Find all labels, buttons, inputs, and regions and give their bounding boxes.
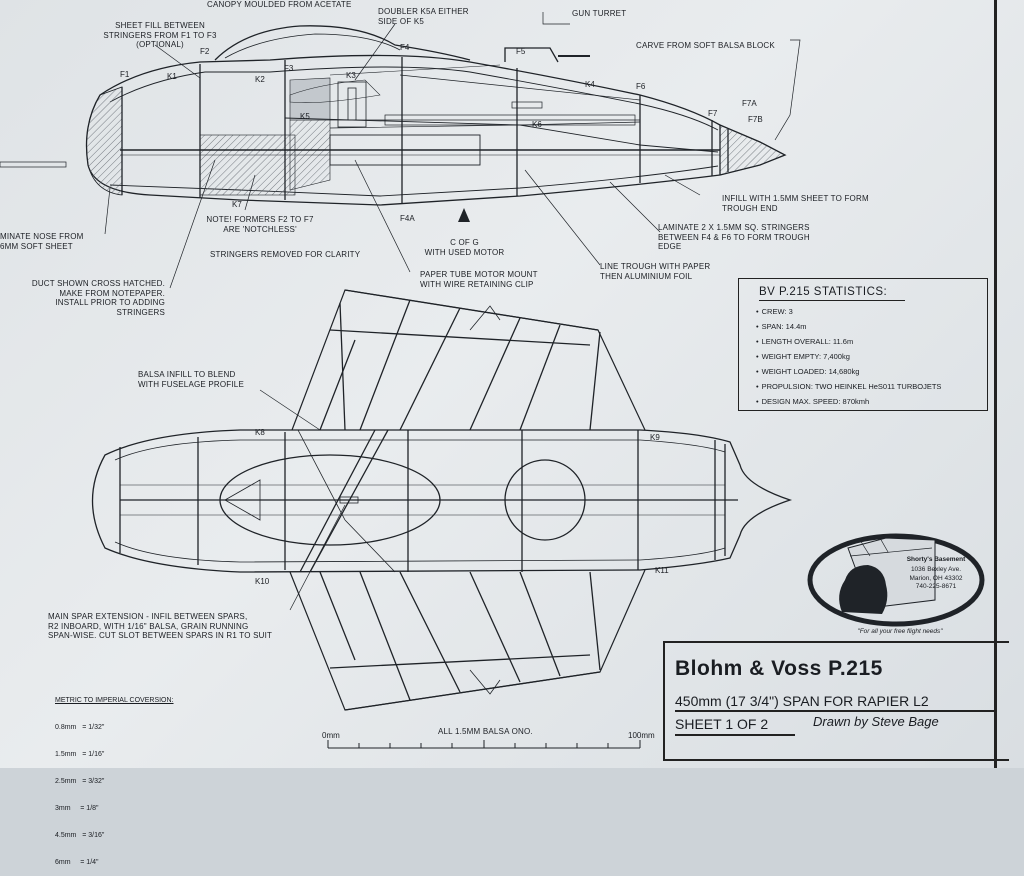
stat-length: LENGTH OVERALL: 11.6m: [756, 337, 854, 346]
statistics-heading-underline: [759, 300, 905, 301]
part-k7: K7: [232, 200, 242, 209]
all-balsa-note: ALL 1.5mm BALSA ONO.: [438, 727, 533, 736]
stat-max-speed: DESIGN MAX. SPEED: 870kmh: [756, 397, 870, 406]
logo-name: Shorty's Basement: [906, 556, 966, 563]
leader-lines: [104, 12, 801, 611]
laminate-stringers-note: LAMINATE 2 X 1.5mm sq. STRINGERS BETWEEN…: [658, 223, 810, 251]
metric-row: 1.5mm = 1/16": [55, 751, 105, 758]
scale-start-label: 0mm: [322, 731, 340, 740]
carve-note: CARVE FROM SOFT BALSA BLOCK: [636, 41, 775, 50]
part-f4: F4: [400, 43, 410, 52]
part-k6: K6: [532, 120, 542, 129]
span-underline: [675, 710, 995, 712]
part-f4a: F4A: [400, 214, 415, 223]
sheet-underline: [675, 734, 795, 736]
paper-tube-note: PAPER TUBE MOTOR MOUNT WITH WIRE RETAINI…: [420, 270, 538, 289]
part-k10: K10: [255, 577, 270, 586]
logo-tagline: "For all your free flight needs": [857, 628, 943, 635]
metric-row: 2.5mm = 3/32": [55, 778, 105, 785]
part-k2: K2: [255, 75, 265, 84]
title-block: Blohm & Voss P.215 450mm (17 3/4") SPAN …: [663, 641, 1009, 761]
main-spar-note: MAIN SPAR EXTENSION - INFIL BETWEEN SPAR…: [48, 612, 273, 640]
part-k11: K11: [655, 566, 669, 575]
plan-span: 450mm (17 3/4") SPAN FOR RAPIER L2: [675, 693, 929, 709]
metric-title: METRIC TO IMPERIAL COVERSION:: [55, 697, 174, 704]
stat-weight-loaded: WEIGHT LOADED: 14,680kg: [756, 367, 860, 376]
part-f6: F6: [636, 82, 646, 91]
statistics-box: BV P.215 STATISTICS: CREW: 3 SPAN: 14.4m…: [738, 278, 988, 411]
part-f7a: F7A: [742, 99, 757, 108]
stat-propulsion: PROPULSION: TWO HEINKEL HeS011 TURBOJETS: [756, 382, 942, 391]
line-trough-note: LINE TROUGH WITH PAPER THEN ALUMINIUM FO…: [600, 262, 711, 281]
sheet-border-right: [994, 0, 997, 768]
plan-sheet-number: SHEET 1 OF 2: [675, 716, 769, 732]
part-f7: F7: [708, 109, 718, 118]
plan-drawn-by: Drawn by Steve Bage: [813, 714, 939, 729]
infill-note: INFILL WITH 1.5mm SHEET TO FORM TROUGH E…: [722, 194, 869, 213]
sheet-fill-note: SHEET FILL BETWEEN STRINGERS FROM F1 TO …: [103, 21, 217, 49]
stat-crew: CREW: 3: [756, 307, 793, 316]
laminate-nose-note: MINATE NOSE FROM 6mm SOFT SHEET: [0, 232, 84, 251]
statistics-heading: BV P.215 STATISTICS:: [759, 286, 888, 298]
metric-row: 0.8mm = 1/32": [55, 724, 105, 731]
part-k4: K4: [585, 80, 595, 89]
part-f2: F2: [200, 47, 210, 56]
shortys-basement-logo: [807, 533, 985, 627]
top-view: [91, 289, 793, 711]
part-k3: K3: [346, 71, 356, 80]
stringers-removed-note: STRINGERS REMOVED FOR CLARITY: [210, 250, 361, 259]
stat-weight-empty: WEIGHT EMPTY: 7,400kg: [756, 352, 850, 361]
logo-address: 1036 Bexley Ave. Marion, OH 43302 740-22…: [909, 566, 963, 590]
scale-bar: [327, 740, 641, 749]
airframe-drawing: [0, 12, 985, 749]
part-f3: F3: [284, 64, 294, 73]
canopy-note: CANOPY MOULDED FROM ACETATE: [207, 0, 352, 9]
duct-note: DUCT SHOWN CROSS HATCHED. MAKE FROM NOTE…: [31, 279, 165, 317]
stat-span: SPAN: 14.4m: [756, 322, 807, 331]
part-k5: K5: [300, 112, 310, 121]
gun-turret-note: GUN TURRET: [572, 9, 627, 18]
cofg-note: C of G WITH USED MOTOR: [424, 238, 505, 257]
part-k8: K8: [255, 428, 265, 437]
part-f7b: F7B: [748, 115, 763, 124]
scale-end-label: 100mm: [628, 731, 655, 740]
part-f5: F5: [516, 47, 526, 56]
metric-conversion-table: METRIC TO IMPERIAL COVERSION: 0.8mm = 1/…: [55, 678, 174, 876]
plan-title: Blohm & Voss P.215: [675, 657, 883, 680]
doubler-note: DOUBLER K5A EITHER SIDE OF K5: [378, 7, 469, 26]
metric-row: 3mm = 1/8": [55, 805, 99, 812]
part-k1: K1: [167, 72, 177, 81]
metric-row: 4.5mm = 3/16": [55, 832, 105, 839]
balsa-infill-note: BALSA INFILL TO BLEND WITH FUSELAGE PROF…: [138, 370, 244, 389]
note-formers: NOTE! FORMERS F2 TO F7 ARE 'NOTCHLESS': [206, 215, 314, 234]
metric-row: 6mm = 1/4": [55, 859, 99, 866]
part-f1: F1: [120, 70, 130, 79]
part-k9: K9: [650, 433, 660, 442]
side-view: [0, 25, 787, 222]
